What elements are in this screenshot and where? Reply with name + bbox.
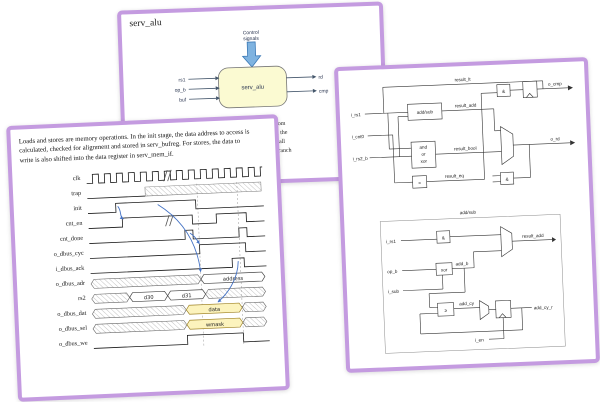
bus-value-data: data xyxy=(208,307,220,314)
wave-rs2: d30 d31 xyxy=(92,287,266,304)
eq-comparator-label: = xyxy=(418,180,421,185)
wave-trap xyxy=(87,182,261,199)
net-label-add-cy-r: add_cy_r xyxy=(534,305,554,311)
control-signals-label-line2: signals xyxy=(243,36,259,43)
wave-cnt-done xyxy=(89,227,265,244)
input-label-buf: buf xyxy=(179,97,187,103)
bus-value-d31: d31 xyxy=(182,293,192,299)
serv-alu-block-label: serv_alu xyxy=(241,85,264,92)
result-mux xyxy=(500,126,514,164)
signal-label-o-dbus-we: o_dbus_we xyxy=(27,336,92,354)
alu-block-diagram: Control signals serv_alu rs1 op_b buf rd… xyxy=(151,24,354,125)
wave-o-dbus-dat: data xyxy=(92,302,266,319)
net-label-add-cy: add_cy xyxy=(459,301,475,307)
net-label-result-bool: result_bool xyxy=(454,146,477,152)
wave-o-dbus-cyc xyxy=(90,242,266,259)
net-label-result-eq: result_eq xyxy=(445,173,465,179)
net-label-op-b: op_b xyxy=(387,269,398,274)
wave-cnt-en xyxy=(88,211,264,230)
alu-schematic: result_lt i_rs1 i_cnt0 i_rs2_b add/sub r… xyxy=(346,69,587,360)
waveform: clk trap init cnt_en cnt_done o_dbus_cyc… xyxy=(20,163,276,360)
carry-flipflop xyxy=(495,300,511,318)
wave-o-dbus-adr: address xyxy=(91,272,265,289)
net-label-result-add-b: result_add xyxy=(522,233,544,239)
and-gate-cmp-label: & xyxy=(502,89,505,94)
alu-inputs: rs1 op_b buf xyxy=(174,76,220,104)
alu-outputs: rd cmp xyxy=(286,74,328,95)
net-label-i-sub: i_sub xyxy=(388,289,400,294)
wave-o-dbus-we xyxy=(94,332,270,349)
net-label-i-cnt0: i_cnt0 xyxy=(352,134,365,140)
bus-value-wmask: wmask xyxy=(206,322,224,329)
addsub-unit-label: add/sub xyxy=(417,109,434,115)
net-label-o-rd: o_rd xyxy=(550,136,560,141)
mem-description: Loads and stores are memory operations. … xyxy=(19,127,268,166)
waveform-diagram: address d30 d31 data xyxy=(84,163,274,357)
page-alu-schematic: result_lt i_rs1 i_cnt0 i_rs2_b add/sub r… xyxy=(334,57,600,373)
arrowhead-icon xyxy=(552,237,556,242)
schematic-top: result_lt i_rs1 i_cnt0 i_rs2_b add/sub r… xyxy=(350,73,577,191)
output-label-cmp: cmp xyxy=(319,88,329,94)
bool-unit-label-and: and xyxy=(419,145,427,150)
net-label-i-rs2-b: i_rs2_b xyxy=(353,156,369,162)
page-serv-mem: Loads and stores are memory operations. … xyxy=(6,114,290,402)
input-label-rs1: rs1 xyxy=(178,77,185,83)
net-label-i-en: i_en xyxy=(475,337,484,342)
arrowhead-icon xyxy=(570,140,575,145)
control-block-arrow-icon xyxy=(242,42,261,68)
bool-unit-label-xor: xor xyxy=(421,159,428,164)
wave-clk xyxy=(86,166,262,185)
addsub-section-title: add/sub xyxy=(460,210,477,216)
carry-mux xyxy=(479,300,489,319)
net-label-i-rs1-b: i_rs1 xyxy=(386,239,397,244)
input-label-op-b: op_b xyxy=(175,87,187,93)
schematic-addsub: add/sub i_rs1 & result_add op_b xor i_su… xyxy=(380,206,565,353)
net-label-o-cmp: o_cmp xyxy=(548,81,562,87)
add-mux xyxy=(500,226,512,256)
cmp-flipflop xyxy=(523,81,538,98)
bool-unit-label-or: or xyxy=(421,152,426,157)
wave-o-dbus-sel: wmask xyxy=(93,317,267,334)
signal-name-column: clk trap init cnt_en cnt_done o_dbus_cyc… xyxy=(20,171,92,360)
and-gate-add-label: & xyxy=(442,235,445,240)
xor-gate-label: xor xyxy=(441,267,448,272)
net-label-add-b: add_b xyxy=(455,261,468,267)
output-label-rd: rd xyxy=(318,75,323,81)
net-label-i-rs1: i_rs1 xyxy=(351,112,362,117)
and-gate-rd-label: & xyxy=(505,177,508,182)
arrowhead-icon xyxy=(568,85,573,90)
net-label-result-add: result_add xyxy=(455,103,477,109)
bus-value-d30: d30 xyxy=(144,295,154,301)
net-label-result-lt: result_lt xyxy=(454,77,471,83)
